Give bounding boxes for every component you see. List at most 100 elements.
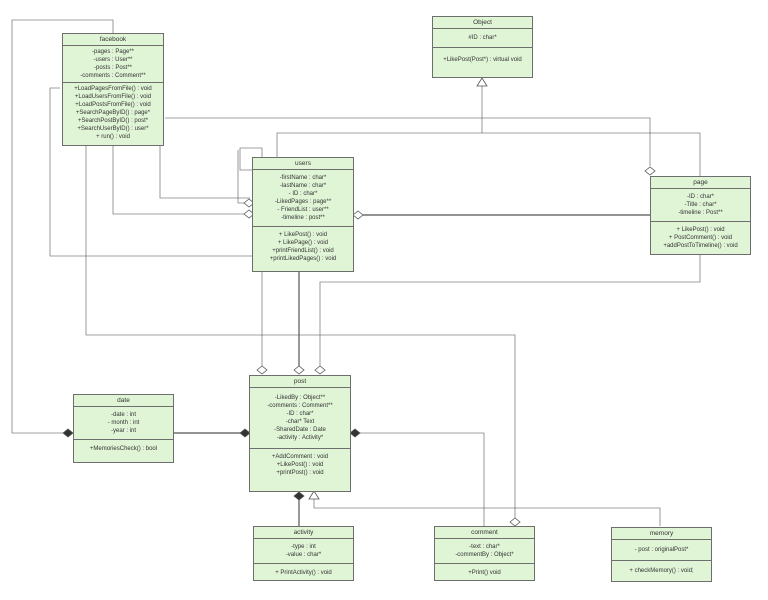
methods-section: +AddComment : void +LikePost() : void +p… xyxy=(250,449,350,481)
class-object: Object #ID : char* +LikePost(Post*) : vi… xyxy=(432,16,533,78)
methods-section: +Print() void xyxy=(435,564,534,582)
method: +printFriendList() : void xyxy=(272,248,334,254)
attribute: -LikedBy : Object** xyxy=(274,395,326,401)
method: +MemoriesCheck() : bool xyxy=(89,446,158,452)
composition-diamond-post-right xyxy=(349,428,361,438)
class-name: post xyxy=(250,376,350,388)
attribute: -lastName : char* xyxy=(279,183,327,189)
class-name: memory xyxy=(612,528,711,540)
attribute: -ID : char* xyxy=(286,411,314,417)
attribute: -ID : char* xyxy=(686,194,714,200)
class-post: post -LikedBy : Object** -comments : Com… xyxy=(249,375,351,492)
method: +LoadPagesFromFile() : void xyxy=(74,86,152,92)
method: +addPostToTimeline() : void xyxy=(663,243,738,249)
attributes-section: -text : char* -commentBy : Object* xyxy=(435,539,534,564)
aggregation-diamond-post-b xyxy=(293,365,305,375)
page-post-aggregation xyxy=(319,255,701,368)
attribute: -SharedDate : Date xyxy=(274,427,326,433)
class-name: Object xyxy=(433,17,532,29)
class-page: page -ID : char* -Title : char* -timelin… xyxy=(650,176,751,255)
class-memory: memory - post : originalPost* + checkMem… xyxy=(611,527,712,582)
methods-section: + LikePost() : void + LikePage() : void … xyxy=(253,227,353,267)
attributes-section: -firstName : char* -lastName : char* - I… xyxy=(253,170,353,227)
methods-section: +MemoriesCheck() : bool xyxy=(74,440,173,458)
attribute: -commentBy : Object* xyxy=(455,552,514,558)
methods-section: + PrintActivity() : void xyxy=(254,564,353,582)
facebook-users-aggregation xyxy=(112,145,244,215)
aggregation-diamond-comment xyxy=(509,517,521,527)
class-comment: comment -text : char* -commentBy : Objec… xyxy=(434,526,535,581)
attributes-section: -date : int - month : int -year : int xyxy=(74,407,173,440)
class-facebook: facebook -pages : Page** -users : User**… xyxy=(62,33,164,146)
attributes-section: - post : originalPost* xyxy=(612,540,711,561)
attribute: -pages : Page** xyxy=(91,49,135,55)
attribute: -timeline : post** xyxy=(281,215,325,221)
attribute: -firstName : char* xyxy=(279,175,327,181)
method: +LoadPostsFromFile() : void xyxy=(75,102,151,108)
class-name: activity xyxy=(254,527,353,539)
aggregation-diamond-post-a xyxy=(256,365,268,375)
inheritance-arrow-object xyxy=(476,77,488,87)
attribute: #ID : char* xyxy=(468,35,497,41)
attributes-section: -type : int -value : char* xyxy=(254,539,353,564)
attribute: - post : originalPost* xyxy=(634,547,689,553)
methods-section: +LikePost(Post*) : virtual void xyxy=(433,48,532,72)
class-name: facebook xyxy=(63,34,163,46)
methods-section: + checkMemory() : void; xyxy=(612,561,711,581)
aggregation-diamond-page xyxy=(644,166,656,176)
class-name: page xyxy=(651,177,750,189)
composition-diamond-date-left xyxy=(62,428,74,438)
method: + LikePage() : void xyxy=(277,240,329,246)
attributes-section: #ID : char* xyxy=(433,29,532,48)
class-activity: activity -type : int -value : char* + Pr… xyxy=(253,526,354,581)
page-inheritance-line xyxy=(482,132,701,176)
attribute: -year : int xyxy=(110,428,136,434)
method: + PrintActivity() : void xyxy=(275,570,332,576)
method: +AddComment : void xyxy=(271,454,329,460)
method: +LoadUsersFromFile() : void xyxy=(74,94,152,100)
attribute: -date : int xyxy=(110,412,136,418)
attributes-section: -ID : char* -Title : char* -timeline : P… xyxy=(651,189,750,222)
attribute: -Title : char* xyxy=(684,202,717,208)
attribute: -text : char* xyxy=(469,544,500,550)
facebook-date-aggregation xyxy=(11,19,114,434)
composition-diamond-post-bottom xyxy=(293,491,305,501)
attribute: -char* Text xyxy=(285,419,315,425)
method: +Print() void xyxy=(468,570,501,576)
attribute: -users : User** xyxy=(93,57,133,63)
method: +SearchUserByID() : user* xyxy=(77,126,149,132)
method: +printLikedPages() : void xyxy=(269,256,337,262)
facebook-users-long xyxy=(49,87,252,257)
memory-post-inheritance xyxy=(313,498,661,526)
attributes-section: -LikedBy : Object** -comments : Comment*… xyxy=(250,388,350,449)
attribute: -comments : Comment** xyxy=(267,403,333,409)
attribute: -posts : Post** xyxy=(93,65,132,71)
users-self-association xyxy=(239,147,263,171)
method: +LikePost(Post*) : virtual void xyxy=(443,57,522,63)
inheritance-to-object xyxy=(276,86,483,157)
class-users: users -firstName : char* -lastName : cha… xyxy=(252,157,354,272)
facebook-post-aggregation xyxy=(159,145,250,199)
methods-section: +LoadPagesFromFile() : void +LoadUsersFr… xyxy=(63,83,163,143)
attributes-section: -pages : Page** -users : User** -posts :… xyxy=(63,46,163,83)
attribute: - FriendList : user** xyxy=(277,207,329,213)
method: + PostComment() : void xyxy=(668,235,733,241)
method: +printPost() : void xyxy=(276,470,324,476)
post-comment-composition xyxy=(356,432,485,526)
method: +SearchPageByID() : page* xyxy=(75,110,151,116)
attribute: - ID : char* xyxy=(288,191,318,197)
aggregation-diamond-users-page xyxy=(352,210,364,220)
class-name: users xyxy=(253,158,353,170)
attribute: -comments : Comment** xyxy=(80,73,146,79)
class-name: comment xyxy=(435,527,534,539)
facebook-page-aggregation xyxy=(165,117,651,166)
method: + LikePost() : void xyxy=(278,232,328,238)
attribute: - month : int xyxy=(107,420,140,426)
method: + run() : void xyxy=(96,134,130,140)
attribute: -activity : Activity* xyxy=(276,435,324,441)
methods-section: + LikePost() : void + PostComment() : vo… xyxy=(651,222,750,254)
attribute: -value : char* xyxy=(285,552,322,558)
attribute: -timeline : Post** xyxy=(678,210,723,216)
facebook-comment-aggregation xyxy=(85,145,516,518)
class-name: date xyxy=(74,395,173,407)
